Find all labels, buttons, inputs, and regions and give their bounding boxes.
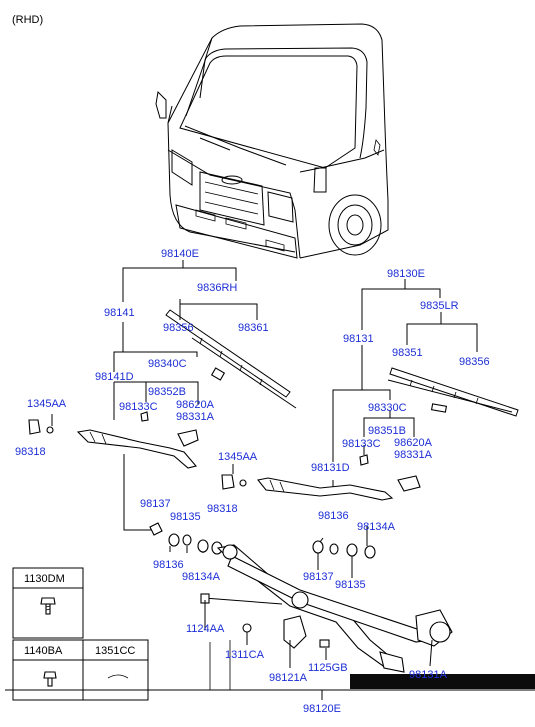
- label-98136-right: 98136: [318, 510, 349, 522]
- label-98137-left: 98137: [140, 498, 171, 510]
- left-bracket-tree: [113, 260, 258, 531]
- label-98352B: 98352B: [148, 386, 186, 398]
- label-98135-left: 98135: [170, 511, 201, 523]
- legend-table: 1130DM 1140BA 1351CC: [12, 567, 149, 701]
- bolt-icon: [43, 671, 57, 687]
- label-9835LR: 9835LR: [420, 300, 459, 312]
- label-98356-left: 98356: [163, 322, 194, 334]
- label-1345AA-right: 1345AA: [218, 451, 258, 463]
- label-98620A-right: 98620A: [394, 437, 433, 449]
- label-98136-left: 98136: [153, 559, 184, 571]
- label-98135-right: 98135: [335, 579, 366, 591]
- right-bracket-tree: [332, 279, 478, 492]
- label-98318-left: 98318: [15, 446, 46, 458]
- label-1345AA-left: 1345AA: [27, 398, 67, 410]
- dark-strip: [350, 674, 535, 689]
- left-wiper-parts: [28, 309, 297, 555]
- label-1124AA: 1124AA: [186, 623, 225, 635]
- label-98331A-right: 98331A: [394, 449, 433, 461]
- label-98318-right: 98318: [207, 503, 238, 515]
- label-98131D: 98131D: [311, 462, 350, 474]
- label-98351: 98351: [392, 347, 423, 359]
- label-98361: 98361: [238, 322, 269, 334]
- screw-icon: [40, 597, 56, 615]
- label-98131: 98131: [343, 333, 374, 345]
- label-98120E: 98120E: [303, 703, 341, 715]
- legend-code-1130DM: 1130DM: [24, 573, 65, 585]
- part-labels: 98140E 9836RH 98141 98356 98361 98340C 9…: [15, 248, 490, 715]
- label-98351B: 98351B: [368, 425, 406, 437]
- label-98140E: 98140E: [161, 248, 199, 260]
- label-98141: 98141: [104, 307, 135, 319]
- label-98121A: 98121A: [269, 672, 308, 684]
- legend-code-1140BA: 1140BA: [24, 645, 63, 657]
- label-98133C-right: 98133C: [342, 438, 381, 450]
- label-98134A-left: 98134A: [182, 571, 221, 583]
- label-9836RH: 9836RH: [197, 282, 237, 294]
- label-98134A-right: 98134A: [357, 521, 396, 533]
- label-98131A: 98131A: [409, 669, 448, 681]
- label-1125GB: 1125GB: [308, 662, 348, 674]
- label-1311CA: 1311CA: [225, 649, 265, 661]
- label-98137-right: 98137: [303, 571, 334, 583]
- label-98141D: 98141D: [95, 371, 134, 383]
- legend-code-1351CC: 1351CC: [95, 645, 135, 657]
- label-98133C-left: 98133C: [119, 401, 158, 413]
- label-98356-right: 98356: [459, 356, 490, 368]
- label-98130E: 98130E: [387, 268, 425, 280]
- variant-note: (RHD): [12, 14, 43, 26]
- label-98620A-left: 98620A: [176, 399, 215, 411]
- clip-icon: [107, 674, 129, 679]
- leader-lines: [51, 414, 433, 700]
- label-98330C: 98330C: [368, 402, 407, 414]
- label-98340C: 98340C: [148, 358, 187, 370]
- right-wiper-parts: [221, 367, 519, 559]
- label-98331A-left: 98331A: [176, 411, 215, 423]
- truck-illustration: [155, 23, 389, 259]
